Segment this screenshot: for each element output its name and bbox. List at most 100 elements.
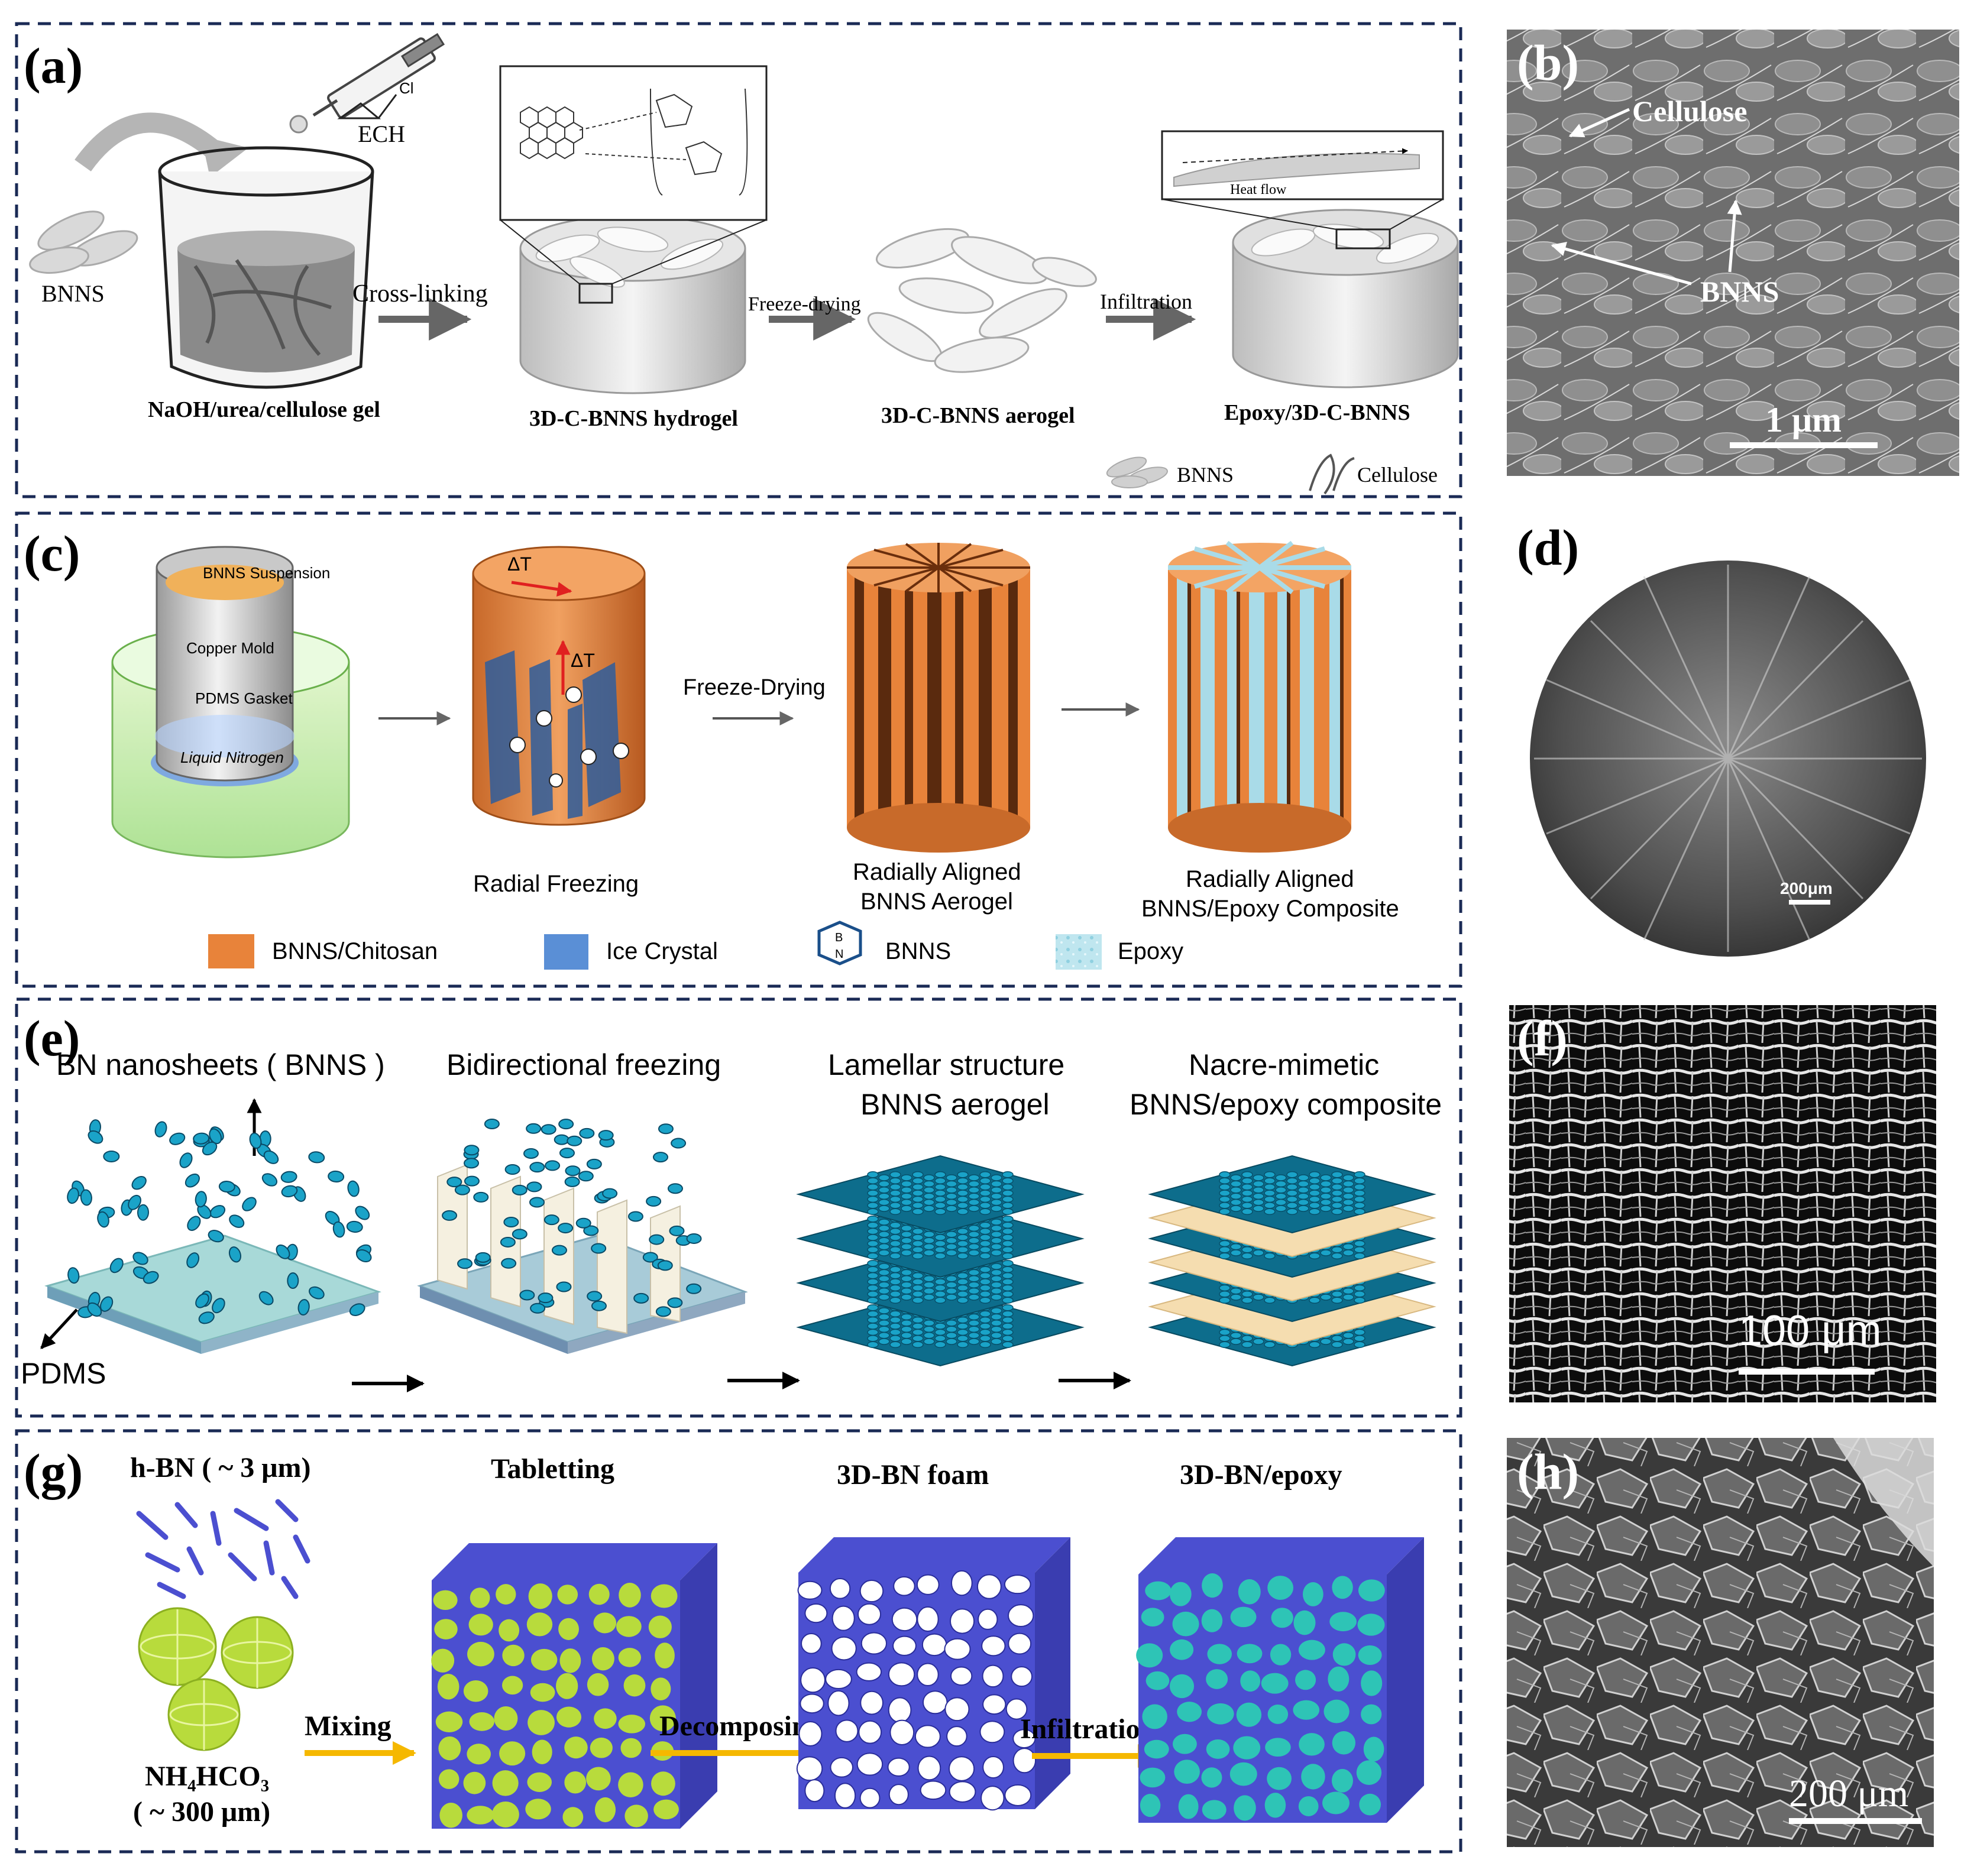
hex-platelet	[1253, 1205, 1264, 1212]
legend-ice-swatch	[544, 934, 588, 970]
hex-platelet	[1297, 1174, 1309, 1181]
hex-platelet	[878, 1320, 890, 1327]
cube-cell	[1234, 1795, 1256, 1821]
hex-platelet	[867, 1297, 879, 1304]
nanosheet-icon	[523, 1148, 539, 1159]
nanosheet-icon	[578, 1171, 594, 1182]
cube-cell	[528, 1583, 552, 1609]
hex-platelet	[1230, 1338, 1242, 1345]
molecular-zoom-box	[499, 65, 768, 284]
lamellar-aerogel-stack	[796, 1155, 1085, 1367]
liquid-nitrogen-label: Liquid Nitrogen	[180, 749, 284, 766]
cube-side	[680, 1543, 717, 1829]
foam-pore	[1008, 1632, 1032, 1655]
nanosheet-icon	[652, 1152, 668, 1163]
hex-platelet	[901, 1320, 912, 1327]
cube-cell	[467, 1641, 494, 1667]
cube-cell	[494, 1706, 518, 1731]
panel-label-b: (b)	[1517, 34, 1579, 91]
panel-label-a: (a)	[24, 37, 83, 94]
hex-platelet	[934, 1234, 946, 1241]
cube-cell	[1144, 1739, 1169, 1759]
hex-platelet	[889, 1234, 901, 1241]
hex-platelet	[1253, 1193, 1264, 1200]
hex-platelet	[923, 1320, 935, 1327]
nacre-composite-stack	[1148, 1155, 1436, 1367]
hex-platelet	[968, 1174, 980, 1181]
foam-pore	[917, 1663, 939, 1686]
nanosheet-icon	[655, 1306, 671, 1317]
cube-cell	[1169, 1582, 1192, 1606]
hex-platelet	[968, 1326, 980, 1333]
nanosheet-icon	[332, 1221, 345, 1238]
hex-platelet	[889, 1171, 901, 1178]
scale-label-f: 100 μm	[1739, 1307, 1882, 1355]
hex-platelet	[979, 1252, 991, 1259]
cube-cell	[588, 1583, 610, 1605]
hex-platelet	[957, 1177, 969, 1184]
hex-platelet	[991, 1180, 1002, 1188]
hex-platelet	[968, 1205, 980, 1212]
hex-platelet	[923, 1237, 935, 1244]
infiltration-label-g: Infiltration	[1020, 1713, 1156, 1745]
cube-cell	[1357, 1613, 1385, 1636]
nanosheet-icon	[355, 1249, 372, 1263]
foam-pore	[835, 1719, 859, 1742]
hex-platelet	[912, 1202, 924, 1209]
hex-platelet	[1309, 1190, 1321, 1197]
hex-platelet	[968, 1198, 980, 1206]
hex-platelet	[901, 1269, 912, 1276]
svg-text:N: N	[835, 948, 843, 961]
cube-cell	[463, 1680, 488, 1702]
tablet-cube	[431, 1543, 717, 1829]
nanosheet-icon	[642, 1252, 658, 1263]
hex-platelet	[1286, 1183, 1298, 1191]
hex-platelet	[957, 1240, 969, 1248]
cube-cell	[618, 1715, 646, 1734]
foam-pore	[831, 1636, 857, 1661]
hex-platelet	[934, 1278, 946, 1285]
hex-platelet	[912, 1291, 924, 1298]
panel-label-f: (f)	[1517, 1010, 1568, 1067]
hex-platelet	[1002, 1208, 1014, 1215]
hex-platelet	[1275, 1193, 1287, 1200]
hex-platelet	[1002, 1304, 1014, 1311]
cube-cell	[1271, 1608, 1293, 1628]
nanosheet-icon	[559, 1148, 575, 1159]
nanosheet-icon	[671, 1138, 687, 1149]
cube-cell	[556, 1706, 582, 1728]
hex-platelet	[901, 1198, 912, 1206]
hbn-flakes-icon	[136, 1499, 310, 1599]
hex-platelet	[1286, 1177, 1298, 1184]
hex-platelet	[979, 1310, 991, 1317]
nanosheet-icon	[545, 1160, 561, 1171]
nanosheet-icon	[80, 1189, 92, 1206]
aerogel-caption: 3D-C-BNNS aerogel	[881, 403, 1075, 428]
hex-platelet	[946, 1249, 957, 1256]
nanosheet-icon	[263, 1150, 279, 1164]
hex-platelet	[867, 1171, 879, 1178]
syringe-icon	[289, 33, 445, 134]
hex-platelet	[957, 1284, 969, 1292]
hex-platelet	[968, 1275, 980, 1282]
nanosheet-icon	[258, 1291, 274, 1305]
bidirectional-label: Bidirectional freezing	[446, 1048, 721, 1081]
hex-platelet	[889, 1227, 901, 1235]
hex-platelet	[912, 1329, 924, 1336]
hex-platelet	[946, 1281, 957, 1288]
hex-platelet	[912, 1183, 924, 1191]
hex-platelet	[979, 1221, 991, 1229]
hex-platelet	[957, 1227, 969, 1235]
hex-platelet	[934, 1177, 946, 1184]
foam-pore	[888, 1697, 912, 1723]
legend-a: BNNS Cellulose	[1106, 453, 1438, 495]
cube-cell	[651, 1677, 671, 1700]
foam-pore	[1012, 1748, 1037, 1774]
cube-cell	[1293, 1610, 1316, 1635]
hex-platelet	[867, 1208, 879, 1215]
hex-platelet	[1002, 1284, 1014, 1292]
foam-pore	[1012, 1729, 1036, 1749]
legend-epoxy-swatch	[1056, 934, 1102, 970]
epoxy-label-g: 3D-BN/epoxy	[1180, 1459, 1342, 1491]
hex-platelet	[1002, 1195, 1014, 1203]
